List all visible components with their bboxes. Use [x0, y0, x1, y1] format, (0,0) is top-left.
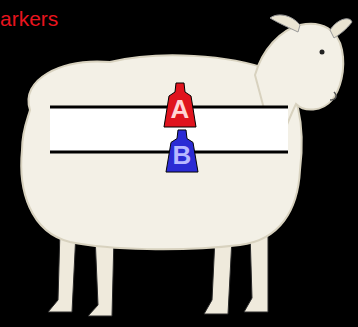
- marker-a: A: [163, 82, 197, 128]
- marker-letter: A: [163, 82, 197, 128]
- title-fragment: arkers: [0, 7, 58, 31]
- marker-b: B: [165, 129, 199, 173]
- marker-letter: B: [165, 129, 199, 173]
